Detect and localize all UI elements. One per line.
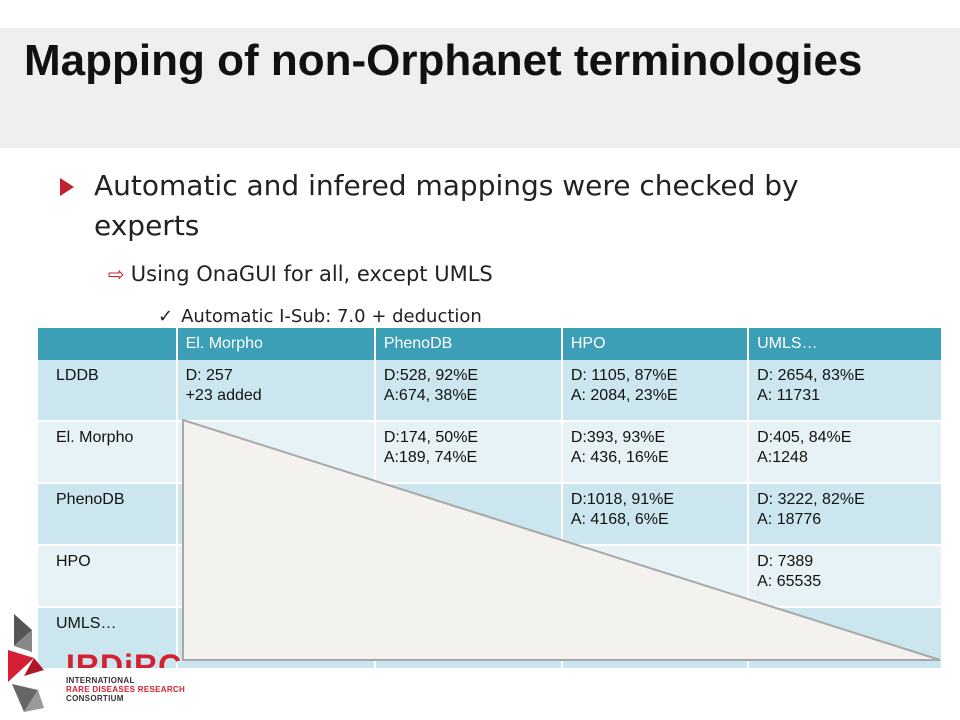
cell-line: D:393, 93%E [570,429,666,446]
logo-subtitle-line: CONSORTIUM [66,694,124,703]
cell-line: D: 7389 [757,553,814,570]
cell-line: A: 4168, 6%E [570,511,669,528]
cell-line: A:189, 74%E [383,449,478,466]
table-cell: D:393, 93%E A: 436, 16%E [561,421,750,484]
table-header-cell [38,328,178,360]
table-row: LDDB D: 257 +23 added D:528, 92%E A:674, 3… [38,360,943,422]
table-cell: D:405, 84%E A:1248 [748,421,943,484]
cell-line: D: 257 [185,367,233,384]
table-row: HPO D: 7389 A: 65535 [38,545,943,608]
table-row: PhenoDB D:1018, 91%E A: 4168, 6%E D: 3222… [38,483,943,546]
table-cell: D: 7389 A: 65535 [748,545,943,608]
table-cell: D: 257 +23 added [176,360,376,422]
table-header-row: El. Morpho PhenoDB HPO UMLS… [38,328,943,360]
table-cell [176,421,376,484]
cell-line: A:1248 [757,449,808,466]
table-cell [561,607,750,670]
bullet-level3-text: Automatic I-Sub: 7.0 + deduction [181,306,482,327]
logo-subtitle: INTERNATIONAL RARE DISEASES RESEARCH CON… [66,676,185,703]
table-cell: D:174, 50%E A:189, 74%E [374,421,563,484]
cell-line: A: 2084, 23%E [570,387,678,404]
row-label: LDDB [38,360,178,422]
row-label: El. Morpho [38,421,178,484]
table-cell [748,607,943,670]
cell-line: A: 65535 [757,573,822,590]
table-cell [374,483,563,546]
cell-line: A: 11731 [757,387,820,404]
logo-subtitle-line: INTERNATIONAL [66,676,135,685]
logo-subtitle-line: RARE DISEASES RESEARCH [66,685,186,694]
table-cell: D: 3222, 82%E A: 18776 [748,483,943,546]
table-cell [374,545,563,608]
row-label: PhenoDB [38,483,178,546]
slide-title: Mapping of non-Orphanet terminologies [24,36,863,85]
table-header-cell: UMLS… [748,328,943,360]
checkmark-icon: ✓ [158,306,174,327]
table-cell [561,545,750,608]
bullet-level2-text: Using OnaGUI for all, except UMLS [130,262,493,286]
cell-line: D: 1105, 87%E [570,367,678,384]
cell-line: A: 18776 [757,511,822,528]
table-cell [374,607,563,670]
bullet-level1-text: Automatic and infered mappings were chec… [94,169,799,242]
bullet-level1: Automatic and infered mappings were chec… [60,166,880,246]
table-cell [176,607,376,670]
cell-line: A: 436, 16%E [570,449,669,466]
triangle-bullet-icon [60,178,74,196]
cell-line: D: 3222, 82%E [757,491,865,508]
cell-line: A:674, 38%E [383,387,478,404]
table-cell [176,483,376,546]
cell-line: D:1018, 91%E [570,491,675,508]
cell-line: D:405, 84%E [757,429,852,446]
row-label: UMLS… [38,607,178,670]
cell-line: +23 added [185,387,262,404]
logo-wordmark: IRDiRC [66,648,183,668]
cell-line: D:174, 50%E [383,429,479,446]
bullet-level3: ✓ Automatic I-Sub: 7.0 + deduction [158,306,482,327]
mapping-table: El. Morpho PhenoDB HPO UMLS… LDDB D: 257… [38,328,943,670]
table-cell: D: 2654, 83%E A: 11731 [748,360,943,422]
table-cell: D:528, 92%E A:674, 38%E [374,360,563,422]
table-cell: D: 1105, 87%E A: 2084, 23%E [561,360,750,422]
table-header-cell: PhenoDB [374,328,563,360]
table-row: El. Morpho D:174, 50%E A:189, 74%E D:393,… [38,421,943,484]
row-label: HPO [38,545,178,608]
bullet-level2: ⇨Using OnaGUI for all, except UMLS [108,262,493,286]
table-cell: D:1018, 91%E A: 4168, 6%E [561,483,750,546]
cell-line: D:528, 92%E [383,367,479,384]
outline-arrow-icon: ⇨ [108,262,125,286]
table-header-cell: El. Morpho [176,328,376,360]
cell-line: D: 2654, 83%E [757,367,865,384]
table-cell [176,545,376,608]
table-header-cell: HPO [561,328,750,360]
irdirc-logo-mark-icon [8,614,44,712]
title-band [0,28,960,148]
